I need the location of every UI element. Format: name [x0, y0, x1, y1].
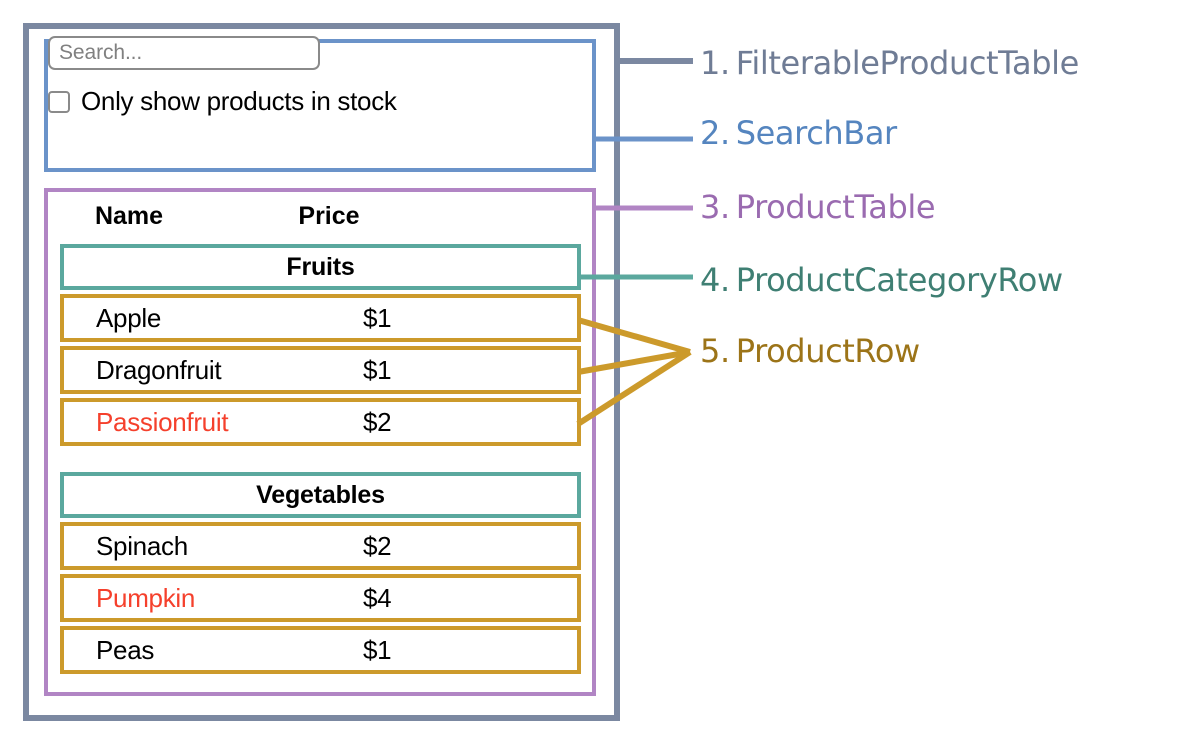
search-input[interactable]: Search... [48, 36, 320, 70]
column-header-price: Price [298, 201, 360, 230]
product-name: Pumpkin [96, 582, 196, 613]
product-row: Spinach $2 [60, 522, 581, 570]
product-price: $1 [363, 354, 392, 385]
legend-number: 5. [700, 332, 730, 370]
product-row: Peas $1 [60, 626, 581, 674]
category-label: Vegetables [256, 480, 385, 509]
product-row: Apple $1 [60, 294, 581, 342]
legend-number: 3. [700, 188, 730, 226]
product-price: $2 [363, 406, 392, 437]
table-header-row: Name Price [44, 194, 564, 238]
product-category-row: Vegetables [60, 472, 581, 518]
legend-item-product-row: 5.ProductRow [700, 332, 920, 370]
legend-label: ProductRow [735, 332, 920, 370]
product-name: Passionfruit [96, 406, 229, 437]
legend-number: 2. [700, 114, 730, 152]
legend-label: ProductTable [735, 188, 936, 226]
in-stock-filter-label: Only show products in stock [81, 86, 397, 116]
column-header-name: Name [94, 201, 164, 230]
product-row: Dragonfruit $1 [60, 346, 581, 394]
product-category-row: Fruits [60, 244, 581, 290]
product-price: $1 [363, 634, 392, 665]
legend-number: 4. [700, 261, 730, 299]
product-price: $1 [363, 302, 392, 333]
legend-item-filterable-product-table: 1.FilterableProductTable [700, 44, 1079, 82]
legend-item-product-table: 3.ProductTable [700, 188, 936, 226]
category-spacer [60, 450, 581, 472]
legend-label: SearchBar [735, 114, 897, 152]
product-rows-area: Fruits Apple $1 Dragonfruit $1 Passionfr… [60, 244, 581, 678]
product-row: Pumpkin $4 [60, 574, 581, 622]
legend: 1.FilterableProductTable 2.SearchBar 3.P… [700, 0, 1200, 744]
product-row: Passionfruit $2 [60, 398, 581, 446]
legend-label: ProductCategoryRow [735, 261, 1063, 299]
checkbox-icon[interactable] [48, 90, 70, 113]
legend-item-search-bar: 2.SearchBar [700, 114, 897, 152]
product-price: $2 [363, 530, 392, 561]
product-name: Spinach [96, 530, 188, 561]
legend-item-product-category-row: 4.ProductCategoryRow [700, 261, 1063, 299]
product-name: Peas [96, 634, 155, 665]
product-name: Dragonfruit [96, 354, 222, 385]
product-name: Apple [96, 302, 161, 333]
legend-number: 1. [700, 44, 730, 82]
category-label: Fruits [286, 252, 355, 281]
in-stock-filter-row[interactable]: Only show products in stock [48, 86, 397, 117]
legend-label: FilterableProductTable [735, 44, 1080, 82]
product-price: $4 [363, 582, 392, 613]
